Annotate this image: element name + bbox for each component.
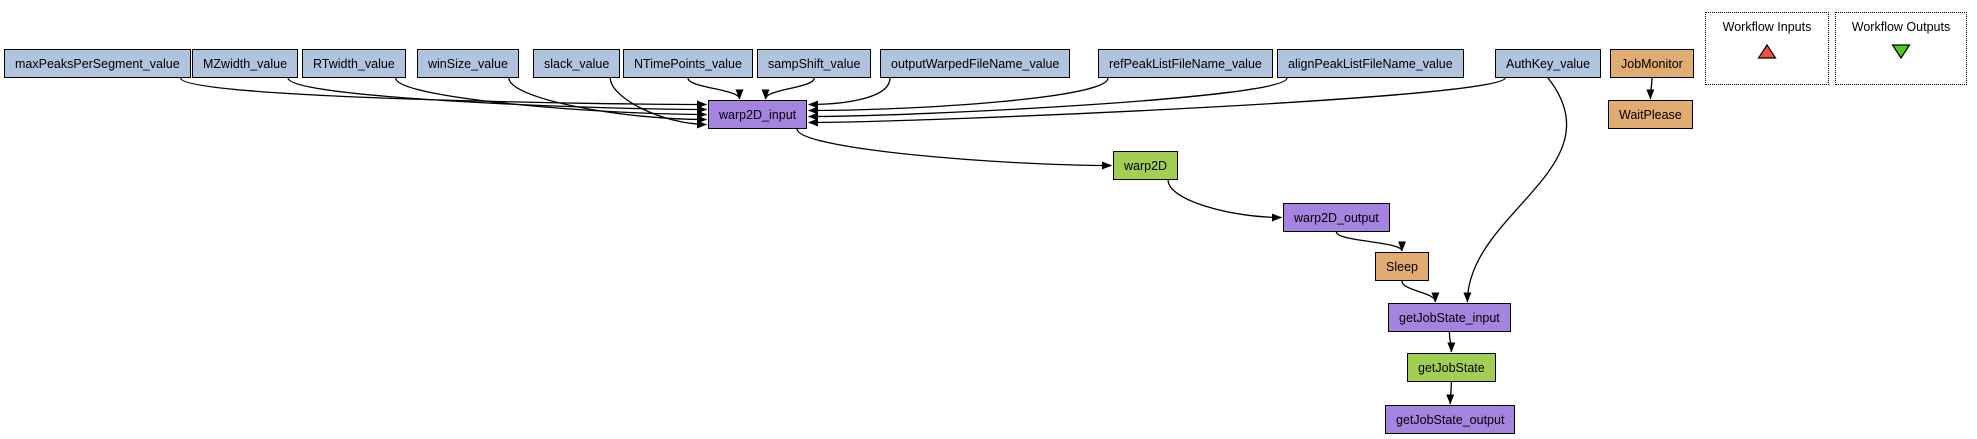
node-warp2d-input[interactable]: warp2D_input	[708, 100, 808, 129]
node-warp2d-output[interactable]: warp2D_output	[1283, 203, 1390, 232]
node-samp-shift-value[interactable]: sampShift_value	[757, 49, 872, 78]
node-ref-peak-list-file-name-value[interactable]: refPeakListFileName_value	[1098, 49, 1273, 78]
node-auth-key-value[interactable]: AuthKey_value	[1495, 49, 1602, 78]
node-max-peaks-per-segment-value[interactable]: maxPeaksPerSegment_value	[4, 49, 191, 78]
workflow-input-icon	[1757, 43, 1777, 59]
node-job-monitor[interactable]: JobMonitor	[1610, 49, 1694, 78]
node-get-job-state[interactable]: getJobState	[1407, 353, 1496, 382]
node-get-job-state-input[interactable]: getJobState_input	[1388, 303, 1511, 332]
node-ntimepoints-value[interactable]: NTimePoints_value	[623, 49, 753, 78]
node-output-warped-file-name-value[interactable]: outputWarpedFileName_value	[880, 49, 1071, 78]
workflow-inputs-label: Workflow Inputs	[1722, 20, 1812, 34]
workflow-outputs-legend: Workflow Outputs	[1835, 12, 1967, 85]
node-warp2d[interactable]: warp2D	[1113, 151, 1179, 180]
node-slack-value[interactable]: slack_value	[533, 49, 621, 78]
node-wait-please[interactable]: WaitPlease	[1608, 100, 1693, 129]
node-mzwidth-value[interactable]: MZwidth_value	[192, 49, 299, 78]
workflow-output-icon	[1891, 44, 1911, 60]
workflow-outputs-label: Workflow Outputs	[1851, 20, 1951, 34]
workflow-inputs-legend: Workflow Inputs	[1705, 12, 1829, 85]
node-rtwidth-value[interactable]: RTwidth_value	[302, 49, 406, 78]
node-align-peak-list-file-name-value[interactable]: alignPeakListFileName_value	[1277, 49, 1464, 78]
node-get-job-state-output[interactable]: getJobState_output	[1385, 405, 1516, 434]
node-win-size-value[interactable]: winSize_value	[417, 49, 519, 78]
node-sleep[interactable]: Sleep	[1375, 252, 1429, 281]
